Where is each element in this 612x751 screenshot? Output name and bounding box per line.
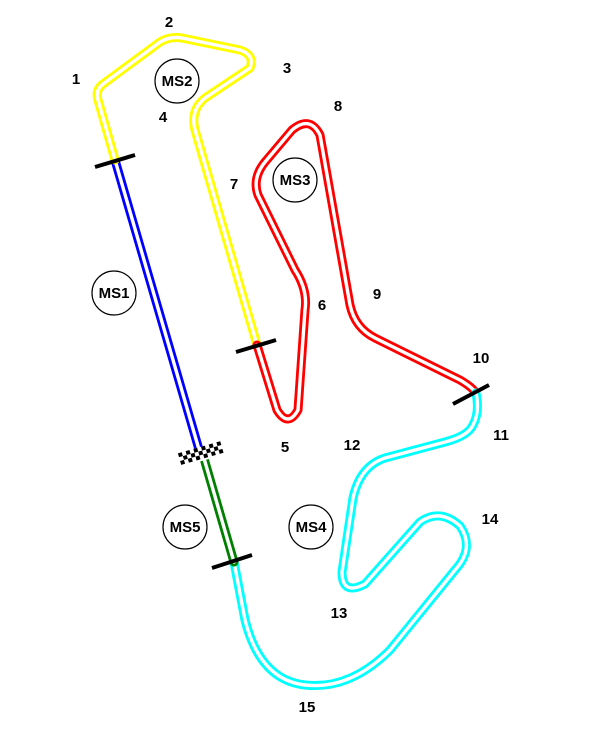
sector-ms4-track — [229, 388, 482, 691]
sector-ms1-track — [110, 155, 205, 458]
sector-ms2-track — [92, 33, 262, 350]
sector-label-ms1: MS1 — [99, 285, 130, 302]
corner-label-9: 9 — [373, 286, 381, 303]
start-finish-line — [177, 441, 225, 467]
sector-label-ms4: MS4 — [296, 519, 328, 536]
sector-ms5-track — [198, 450, 239, 567]
corner-label-10: 10 — [473, 350, 490, 367]
ms3-inner — [254, 121, 478, 421]
sector-badge-ms2: MS2 — [154, 58, 200, 104]
ms1-inner — [113, 158, 202, 455]
sector-badge-ms4: MS4 — [288, 504, 334, 550]
corner-label-15: 15 — [299, 699, 316, 716]
sector-ms3-track — [251, 119, 481, 424]
corner-label-4: 4 — [159, 109, 168, 126]
sector-marker-ms1-ms2 — [94, 153, 136, 169]
sector-label-ms2: MS2 — [162, 73, 193, 90]
corner-label-14: 14 — [482, 511, 499, 528]
corner-label-3: 3 — [283, 60, 291, 77]
sector-marker-ms3-ms4 — [452, 383, 490, 406]
corner-label-2: 2 — [165, 14, 173, 31]
corner-label-11: 11 — [493, 427, 509, 444]
corner-label-6: 6 — [318, 297, 326, 314]
corner-label-5: 5 — [281, 439, 289, 456]
sector-badge-ms1: MS1 — [91, 270, 137, 316]
sector-badge-ms3: MS3 — [272, 157, 318, 203]
corner-label-7: 7 — [230, 176, 238, 193]
corner-label-13: 13 — [331, 605, 348, 622]
corner-label-8: 8 — [334, 98, 342, 115]
sector-label-ms5: MS5 — [170, 519, 201, 536]
corner-label-1: 1 — [72, 71, 80, 88]
sector-marker-ms4-ms5 — [211, 553, 253, 570]
sector-marker-ms2-ms3 — [235, 338, 277, 354]
sector-badge-ms5: MS5 — [162, 504, 208, 550]
sector-label-ms3: MS3 — [280, 172, 311, 189]
ms4-inner — [232, 391, 480, 688]
corner-label-12: 12 — [344, 437, 361, 454]
ms2-inner — [95, 35, 259, 347]
ms5-inner — [201, 453, 236, 564]
